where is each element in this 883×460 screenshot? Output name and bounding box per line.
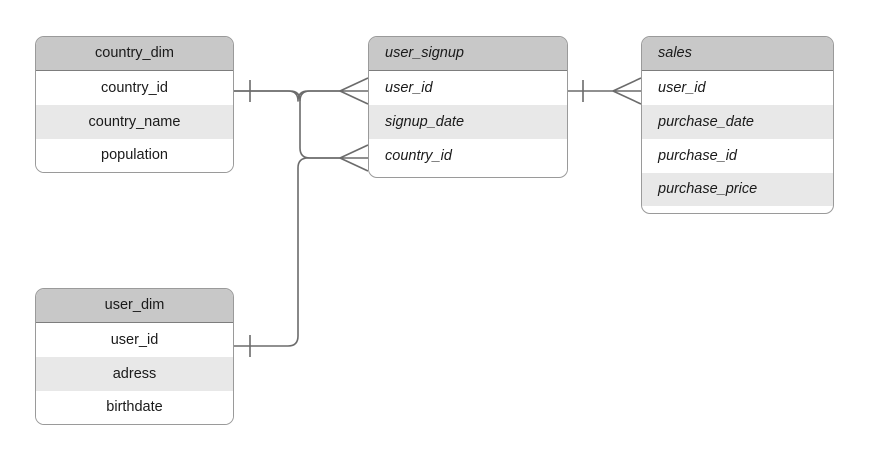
relationship-path-user-dim-user-signup[interactable]	[234, 157, 340, 347]
entity-user-signup-title: user_signup	[369, 37, 567, 71]
entity-country-dim-title: country_dim	[36, 37, 233, 71]
entity-country-dim-column-country-name[interactable]: country_name	[36, 105, 233, 139]
entity-user-dim-column-birthdate[interactable]: birthdate	[36, 391, 233, 424]
entity-user-signup[interactable]: user_signup user_id signup_date country_…	[368, 36, 568, 178]
entity-sales-column-purchase-date[interactable]: purchase_date	[642, 105, 833, 139]
entity-country-dim[interactable]: country_dim country_id country_name popu…	[35, 36, 234, 173]
entity-country-dim-column-population[interactable]: population	[36, 139, 233, 172]
crowsfoot-user-signup-country-id	[339, 144, 369, 172]
crowsfoot-user-signup-user-id	[339, 77, 369, 105]
entity-user-signup-column-country-id[interactable]: country_id	[369, 139, 567, 173]
entity-sales[interactable]: sales user_id purchase_date purchase_id …	[641, 36, 834, 214]
entity-sales-column-purchase-id[interactable]: purchase_id	[642, 139, 833, 173]
relationship-line-country-dim-user-signup[interactable]	[234, 90, 340, 102]
entity-user-signup-column-signup-date[interactable]: signup_date	[369, 105, 567, 139]
entity-sales-title: sales	[642, 37, 833, 71]
entity-user-dim-column-user-id[interactable]: user_id	[36, 323, 233, 357]
entity-user-dim[interactable]: user_dim user_id adress birthdate	[35, 288, 234, 425]
entity-user-dim-column-adress[interactable]: adress	[36, 357, 233, 391]
crowsfoot-sales-user-id	[612, 77, 642, 105]
entity-user-dim-title: user_dim	[36, 289, 233, 323]
entity-country-dim-column-country-id[interactable]: country_id	[36, 71, 233, 105]
relationship-path-country-dim-user-signup	[234, 90, 340, 159]
entity-sales-column-purchase-price[interactable]: purchase_price	[642, 173, 833, 206]
entity-user-signup-column-user-id[interactable]: user_id	[369, 71, 567, 105]
relationship-path-country-dim-user-signup-top	[299, 90, 340, 102]
entity-sales-column-user-id[interactable]: user_id	[642, 71, 833, 105]
